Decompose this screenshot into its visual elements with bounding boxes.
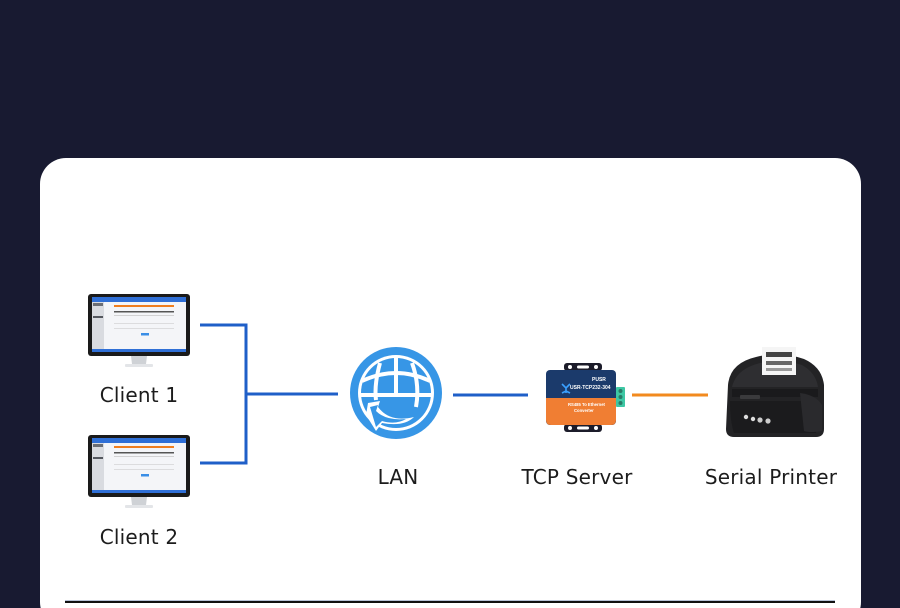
client2-label: Client 2 <box>99 525 179 549</box>
serial-ethernet-converter-icon: PUSR USR-TCP232-304 RS485 To Ethernet Co… <box>546 363 625 432</box>
tcp-server-node: PUSR USR-TCP232-304 RS485 To Ethernet Co… <box>544 362 630 438</box>
lan-label: LAN <box>377 465 419 489</box>
monitor-icon <box>88 294 190 367</box>
svg-text:Converter: Converter <box>574 408 594 413</box>
lan-node <box>346 345 446 449</box>
device-model: USR-TCP232-304 <box>570 385 611 391</box>
bottom-divider <box>65 601 835 603</box>
client1-node <box>86 293 192 377</box>
edge-client2-lan <box>200 394 248 465</box>
client1-label: Client 1 <box>99 383 179 407</box>
edge-client1-lan <box>200 323 248 394</box>
client2-node <box>86 434 192 518</box>
globe-network-icon <box>350 347 442 439</box>
svg-text:RS485 To Ethernet: RS485 To Ethernet <box>568 402 606 407</box>
printer-node <box>720 345 830 444</box>
tcp-server-label: TCP Server <box>521 465 633 489</box>
device-brand: PUSR <box>592 377 606 383</box>
printer-label: Serial Printer <box>704 465 838 489</box>
monitor-icon <box>88 435 190 508</box>
label-printer-icon <box>726 347 824 437</box>
diagram-card <box>40 158 861 608</box>
